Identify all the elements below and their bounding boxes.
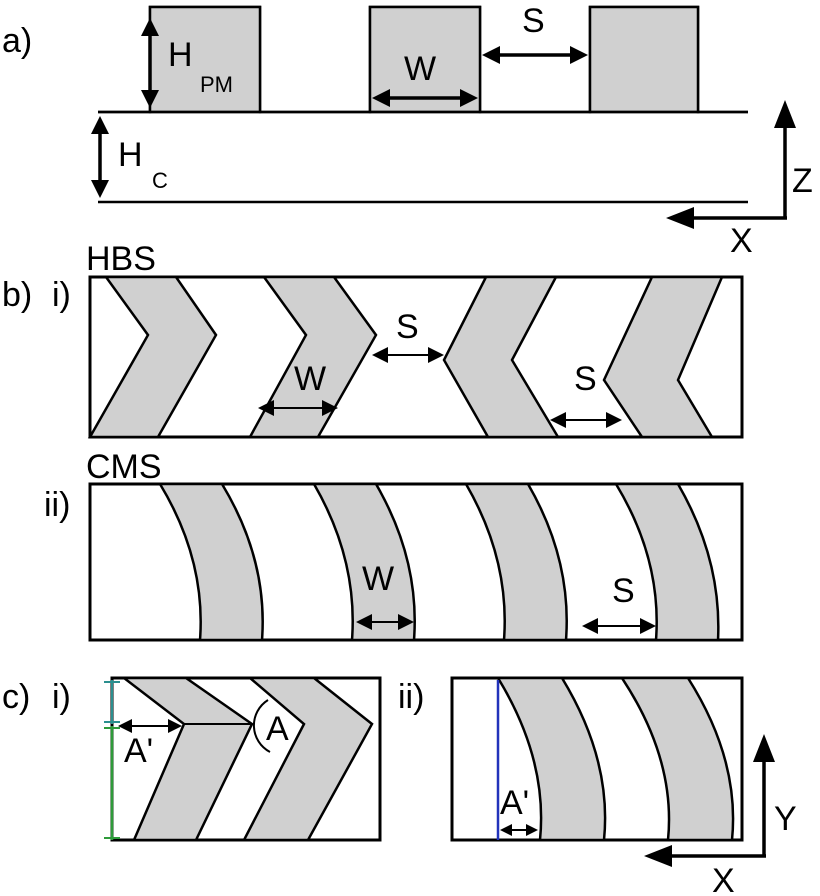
cms-s-head-right [640, 618, 656, 634]
hbs-w-head-left [258, 400, 274, 416]
c-ii-band-2 [619, 676, 735, 842]
panel-c-ii-sublabel: ii) [398, 678, 424, 716]
c-i-angle-label: A [266, 710, 289, 748]
h-pm-subscript: PM [200, 72, 233, 97]
panel-b-label: b) [2, 276, 32, 314]
x2-axis-arrow-head [644, 845, 672, 867]
c-ii-offset-head-right [526, 824, 538, 836]
panel-c-ii: ii) A' Y X [398, 676, 797, 896]
h-pm-label: H [168, 36, 193, 74]
hbs-w-label: W [294, 360, 326, 398]
hbs-s-label-1: S [396, 308, 419, 346]
hbs-s2-head-right [606, 412, 622, 428]
s-label: S [522, 2, 545, 40]
axis-y-label: Y [774, 800, 797, 838]
panel-b-i-sublabel: i) [52, 276, 71, 314]
panel-c-label: c) [2, 678, 30, 716]
axis-x-label: X [730, 222, 753, 260]
panel-c-i-sublabel: i) [52, 678, 71, 716]
panel-b-i: b) i) HBS W S S [2, 240, 744, 439]
c-i-angle-arc [252, 699, 271, 753]
cms-band-3 [463, 482, 568, 642]
w-arrow-head-left [372, 89, 390, 107]
axis-x2-label: X [712, 862, 735, 896]
x-axis-arrow-head [666, 207, 694, 229]
c-i-offset-head-left [118, 719, 132, 733]
c-ii-band-1 [495, 676, 607, 842]
panel-b-ii-sublabel: ii) [44, 486, 70, 524]
cms-band-4 [613, 482, 720, 642]
hbs-chevron-3 [442, 275, 561, 439]
panel-c-i: c) i) A A' [2, 676, 382, 842]
hbs-chevron-2 [247, 275, 378, 439]
cms-band-1 [157, 482, 264, 642]
panel-b-ii: ii) CMS W S [44, 448, 744, 642]
c-ii-offset-head-left [500, 824, 512, 836]
h-c-arrow-head-down [91, 180, 109, 198]
h-c-arrow-head-up [91, 116, 109, 134]
hbs-s2-head-left [550, 412, 566, 428]
h-pm-arrow-head-up [141, 18, 159, 36]
hbs-chevron-4 [602, 275, 724, 439]
hbs-w-head-right [322, 400, 338, 416]
w-label: W [404, 50, 436, 88]
cms-w-head-left [356, 614, 372, 630]
hbs-title: HBS [86, 240, 156, 278]
cms-title: CMS [86, 448, 162, 486]
h-c-label: H [118, 136, 143, 174]
w-arrow-head-right [460, 89, 478, 107]
cms-band-2 [311, 482, 416, 642]
z-axis-arrow-head [774, 100, 796, 128]
h-c-subscript: C [152, 168, 168, 193]
hbs-chevron-1 [87, 275, 218, 439]
hbs-s-label-2: S [574, 360, 597, 398]
c-ii-offset-label: A' [500, 784, 529, 822]
cms-w-label: W [362, 560, 394, 598]
hbs-s1-head-left [372, 347, 388, 363]
panel-a-label: a) [2, 22, 32, 60]
cms-w-head-right [398, 614, 414, 630]
c-i-offset-head-right [168, 719, 182, 733]
axis-z-label: Z [792, 162, 813, 200]
h-pm-arrow-head-down [141, 90, 159, 108]
magnet-block-3 [588, 5, 700, 114]
hbs-s1-head-right [428, 347, 444, 363]
c-i-chevron-2 [241, 676, 374, 842]
c-i-offset-label: A' [124, 732, 153, 770]
panel-a: a) H PM W S H C Z X [2, 2, 813, 260]
s-arrow-head-left [482, 46, 500, 64]
s-arrow-head-right [570, 46, 588, 64]
hbs-frame [88, 275, 744, 439]
cms-s-label: S [612, 572, 635, 610]
cms-s-head-left [582, 618, 598, 634]
y-axis-arrow-head [753, 734, 775, 762]
cms-frame [88, 482, 744, 642]
